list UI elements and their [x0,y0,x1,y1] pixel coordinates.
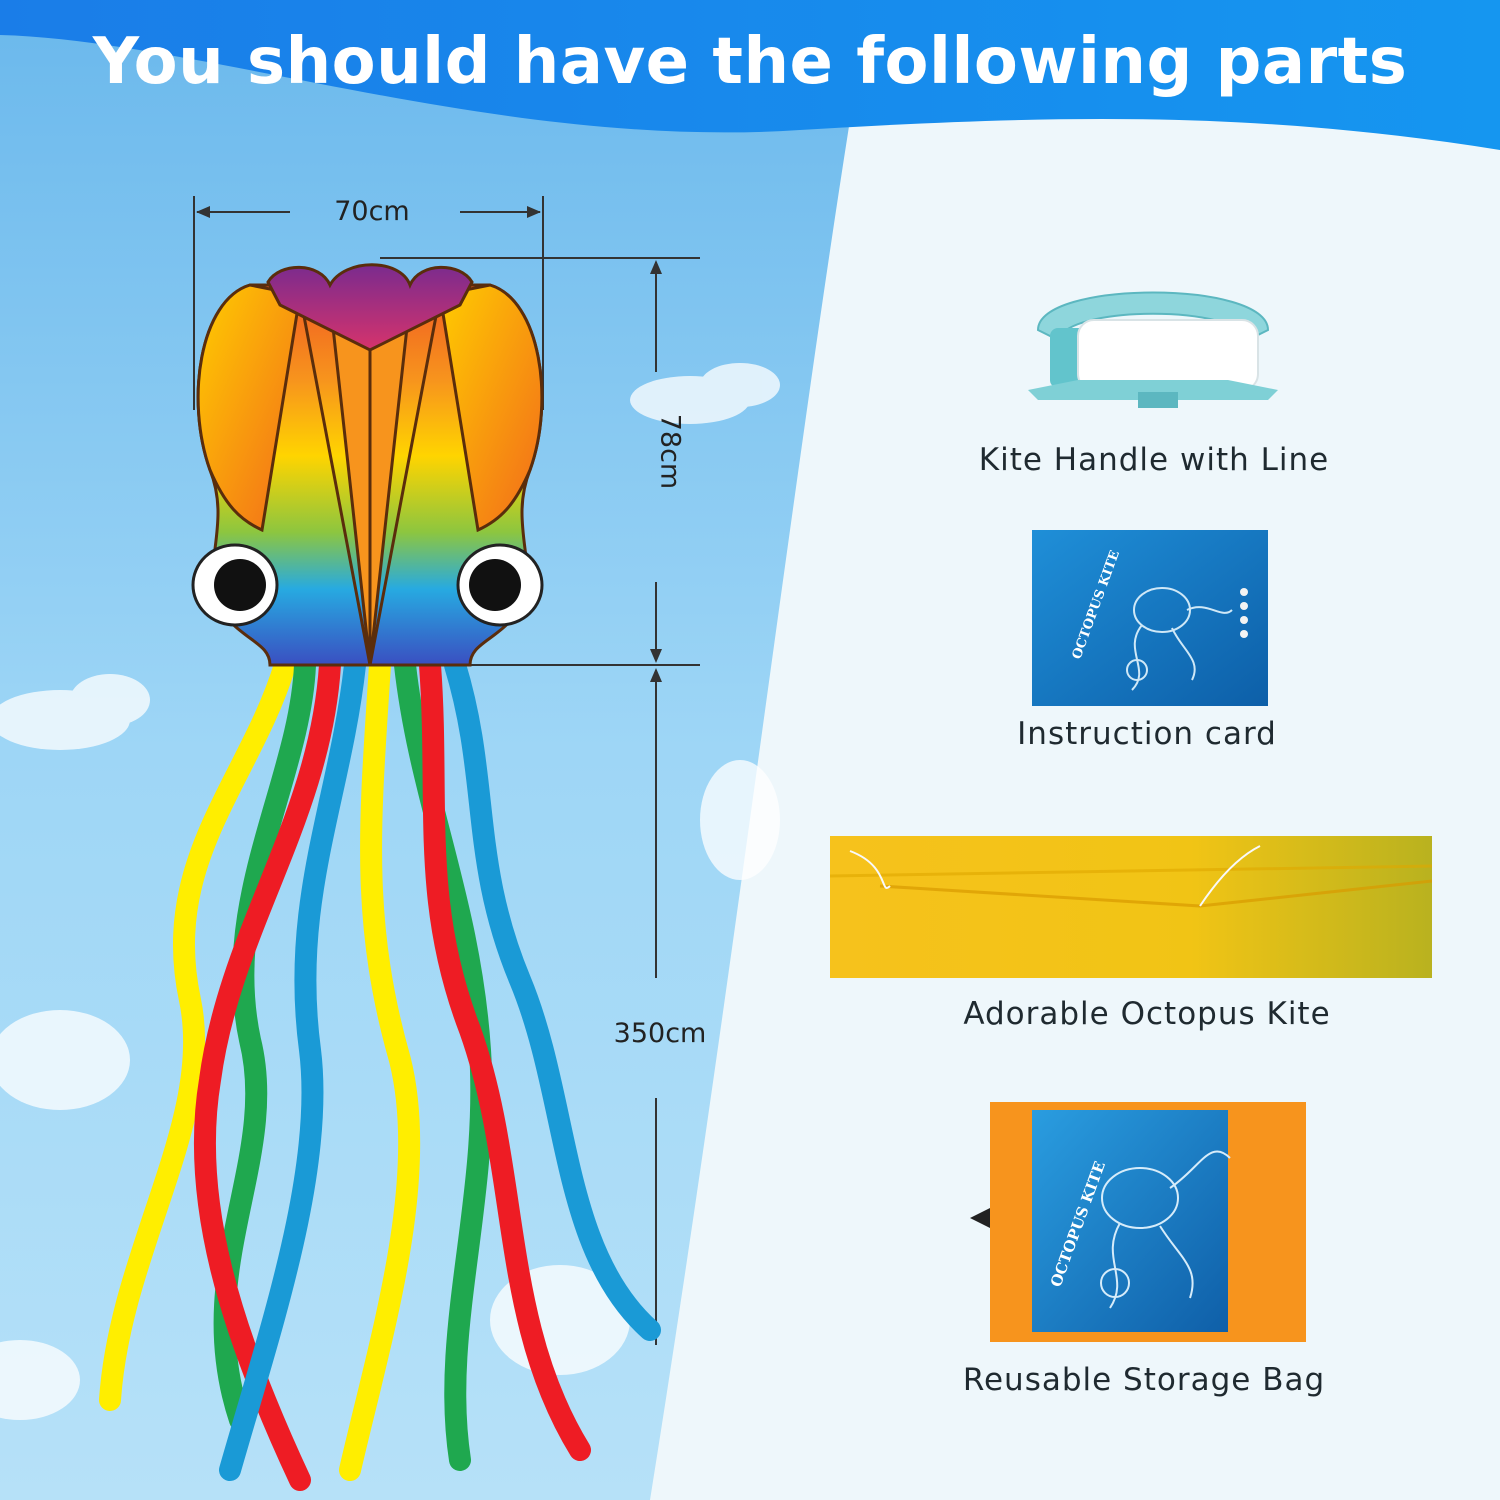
part-label-handle: Kite Handle with Line [978,442,1330,478]
part-label-kite: Adorable Octopus Kite [963,996,1331,1032]
folded-kite-icon [830,836,1432,978]
kite-eye-icon [191,543,544,627]
width-dimension-line [193,196,544,410]
height-dimension-label: 78cm [654,413,686,490]
tail-dimension-label: 350cm [613,1018,707,1049]
storage-bag-icon: OCTOPUS KITE [970,1102,1306,1342]
kite-handle-icon [1028,291,1278,408]
instruction-card-icon: OCTOPUS KITE [1032,530,1268,706]
part-label-card: Instruction card [1017,716,1277,752]
tail-dimension-line [650,668,662,1345]
part-label-bag: Reusable Storage Bag [962,1362,1326,1398]
header-banner [0,0,1500,150]
kite-tails [99,654,661,1491]
width-dimension-label: 70cm [334,196,410,227]
page-title: You should have the following parts [92,25,1408,99]
kite-head [191,263,544,667]
